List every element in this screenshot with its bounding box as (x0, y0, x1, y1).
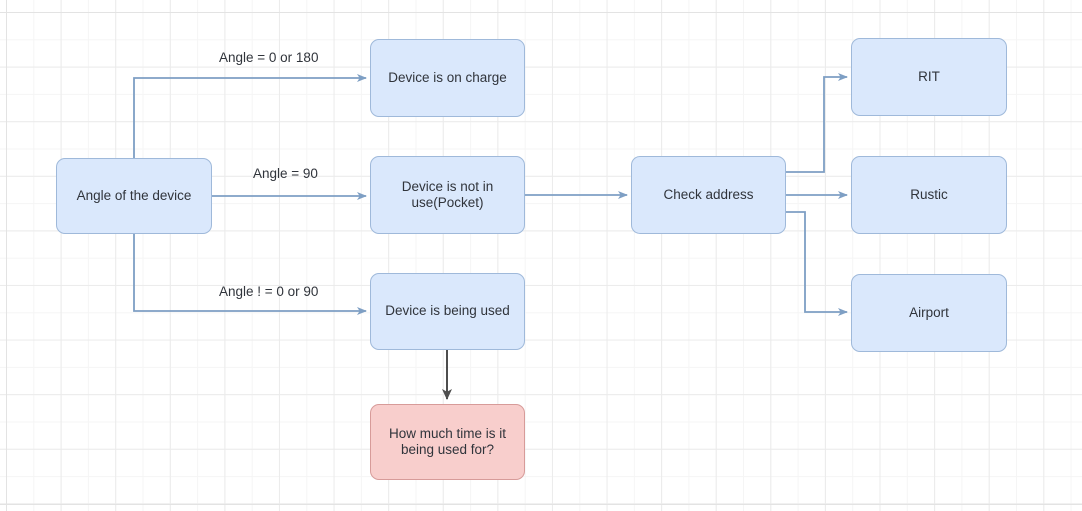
edge-label-angle-90: Angle = 90 (253, 166, 318, 181)
node-device-on-charge[interactable]: Device is on charge (370, 39, 525, 117)
node-airport[interactable]: Airport (851, 274, 1007, 352)
node-device-being-used[interactable]: Device is being used (370, 273, 525, 350)
connector-check-address-to-airport (786, 211, 848, 316)
edge-label-angle-0-or-180: Angle = 0 or 180 (219, 50, 319, 65)
node-rustic[interactable]: Rustic (851, 156, 1007, 234)
page-boundary-left (6, 0, 7, 511)
node-angle-of-the-device[interactable]: Angle of the device (56, 158, 212, 234)
page-boundary-top (0, 12, 1082, 13)
node-rit[interactable]: RIT (851, 38, 1007, 116)
edge-label-angle-not-0-or-90: Angle ! = 0 or 90 (219, 284, 319, 299)
connector-angle-to-on-charge (133, 74, 367, 196)
node-check-address[interactable]: Check address (631, 156, 786, 234)
node-device-not-in-use[interactable]: Device is not in use(Pocket) (370, 156, 525, 234)
node-how-much-time[interactable]: How much time is it being used for? (370, 404, 525, 480)
page-boundary-bottom (0, 504, 1082, 505)
connector-check-address-to-rit (786, 73, 848, 173)
connector-angle-to-being-used (133, 196, 367, 315)
